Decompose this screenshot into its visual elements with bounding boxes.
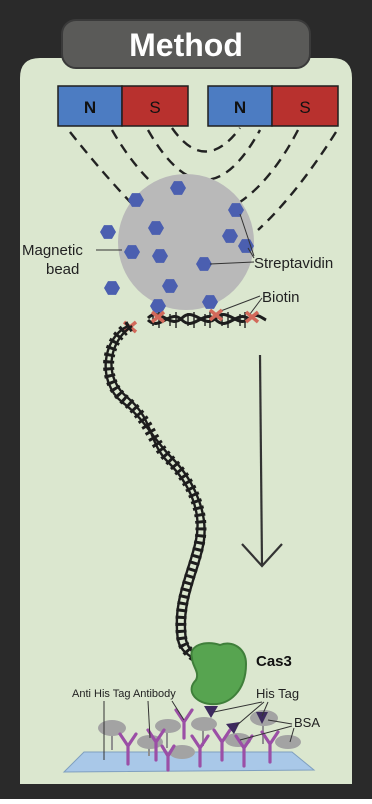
magnetic-bead-label-line2: bead xyxy=(46,261,79,278)
magnet-right-north-label: N xyxy=(234,98,246,117)
bsa-label: BSA xyxy=(294,715,320,730)
cas3-label: Cas3 xyxy=(256,653,292,670)
streptavidin-label: Streptavidin xyxy=(254,255,333,272)
magnet-right-south-label: S xyxy=(299,98,310,117)
anti-his-tag-antibody-label: Anti His Tag Antibody xyxy=(72,688,176,700)
his-tag-label: His Tag xyxy=(256,686,299,701)
magnet-right: N S xyxy=(208,86,338,126)
biotin-label: Biotin xyxy=(262,289,300,306)
magnet-left: N S xyxy=(58,86,188,126)
magnet-left-north-label: N xyxy=(84,98,96,117)
magnet-left-south-label: S xyxy=(149,98,160,117)
magnetic-bead-label-line1: Magnetic xyxy=(22,242,83,259)
bsa-blob xyxy=(275,735,301,749)
page-title: Method xyxy=(129,27,243,63)
content-panel xyxy=(20,58,352,784)
